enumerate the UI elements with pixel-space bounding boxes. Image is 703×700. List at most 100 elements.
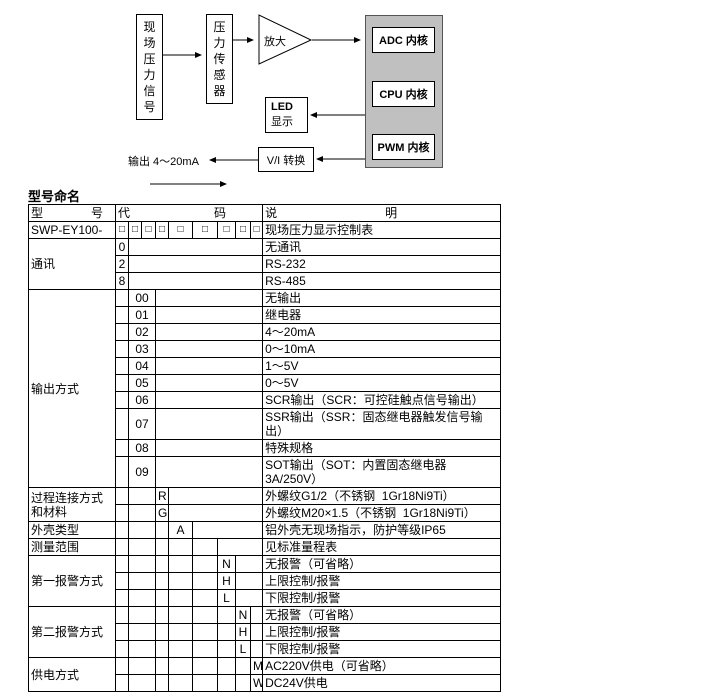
code-cell: 04 bbox=[128, 357, 156, 375]
code-cell: 05 bbox=[128, 374, 156, 392]
spacer-cell bbox=[168, 623, 193, 641]
code-checkbox: □ bbox=[217, 221, 236, 239]
group-label: 通讯 bbox=[28, 238, 116, 290]
spacer-cell bbox=[155, 538, 169, 556]
spacer-cell bbox=[115, 623, 129, 641]
spacer-cell bbox=[155, 589, 169, 607]
spacer-cell bbox=[192, 606, 218, 624]
code-cell: H bbox=[235, 623, 251, 641]
header-desc: 说 明 bbox=[262, 204, 502, 222]
pressure-sensor-label: 压力传感器 bbox=[213, 20, 226, 98]
table-row: 输出方式 00 无输出 bbox=[28, 289, 502, 488]
spacer-cell bbox=[154, 374, 264, 392]
spacer-cell bbox=[115, 439, 129, 457]
spacer-cell bbox=[192, 589, 218, 607]
group-label: 测量范围 bbox=[28, 538, 116, 556]
signal-flow-arrows bbox=[150, 14, 406, 187]
field-pressure-signal-label: 现场压力信号 bbox=[143, 20, 156, 114]
table-row: 01 继电器 bbox=[29, 306, 502, 324]
spacer-cell bbox=[192, 555, 218, 573]
adc-core-box: ADC 内核 bbox=[372, 27, 435, 53]
desc-cell: 现场压力显示控制表 bbox=[262, 221, 502, 239]
spacer-cell bbox=[128, 674, 156, 692]
spacer-cell bbox=[128, 657, 156, 675]
table-row: W DC24V供电 bbox=[29, 674, 502, 692]
spacer-cell bbox=[115, 538, 129, 556]
code-cell: N bbox=[217, 555, 236, 573]
spacer-cell bbox=[115, 456, 129, 488]
code-cell: 08 bbox=[128, 439, 156, 457]
spacer-cell bbox=[154, 289, 264, 307]
desc-cell: 0～5V bbox=[262, 374, 502, 392]
spacer-cell bbox=[115, 589, 129, 607]
code-checkbox: □ bbox=[192, 221, 218, 239]
table-row: 第二报警方式 N 无报警（可省略） bbox=[28, 606, 502, 658]
section-title: 型号命名 bbox=[28, 189, 81, 204]
spacer-cell bbox=[115, 391, 129, 409]
code-cell: M bbox=[249, 657, 264, 675]
table-header-row: 型 号 代 码 说 明 bbox=[28, 204, 502, 222]
spacer-cell bbox=[127, 255, 264, 273]
code-cell: 2 bbox=[115, 255, 129, 273]
desc-cell: 4～20mA bbox=[262, 323, 502, 341]
spacer-cell bbox=[115, 674, 129, 692]
spacer-cell bbox=[168, 606, 193, 624]
desc-cell: 外螺纹M20×1.5（不锈钢 1Gr18Ni9Ti） bbox=[262, 504, 502, 522]
spacer-cell bbox=[154, 456, 264, 488]
spacer-cell bbox=[128, 487, 156, 505]
pressure-sensor-box: 压力传感器 bbox=[206, 14, 233, 104]
code-checkbox: □ bbox=[168, 221, 193, 239]
code-checkbox: □ bbox=[249, 221, 264, 239]
spacer-cell bbox=[115, 504, 129, 522]
spacer-cell bbox=[168, 572, 193, 590]
code-checkbox: □ bbox=[115, 221, 129, 239]
table-row: 第一报警方式 N 无报警（可省略） bbox=[28, 555, 502, 607]
table-row: G 外螺纹M20×1.5（不锈钢 1Gr18Ni9Ti） bbox=[29, 504, 502, 522]
code-checkbox: □ bbox=[128, 221, 142, 239]
spacer-cell bbox=[128, 589, 156, 607]
spacer-cell bbox=[115, 487, 129, 505]
spacer-cell bbox=[217, 606, 236, 624]
code-cell: G bbox=[155, 504, 169, 522]
field-pressure-signal-box: 现场压力信号 bbox=[136, 14, 163, 120]
code-cell: 02 bbox=[128, 323, 156, 341]
desc-cell: 无报警（可省略） bbox=[262, 606, 502, 624]
spacer-cell bbox=[192, 640, 218, 658]
table-row: 通讯 0 无通讯 bbox=[28, 238, 502, 290]
spacer-cell bbox=[155, 623, 169, 641]
desc-cell: 无通讯 bbox=[262, 238, 502, 256]
spacer-cell bbox=[168, 589, 193, 607]
spacer-cell bbox=[192, 657, 218, 675]
vi-converter-box: V/I 转换 bbox=[258, 147, 314, 172]
spacer-cell bbox=[234, 589, 264, 607]
desc-cell: 外螺纹G1/2（不锈钢 1Gr18Ni9Ti） bbox=[262, 487, 502, 505]
spacer-cell bbox=[154, 306, 264, 324]
spacer-cell bbox=[128, 555, 156, 573]
code-cell: 07 bbox=[128, 408, 156, 440]
desc-cell: SOT输出（SOT：内置固态继电器 3A/250V） bbox=[262, 456, 502, 488]
desc-cell: 0～10mA bbox=[262, 340, 502, 358]
spacer-cell bbox=[235, 674, 251, 692]
spacer-cell bbox=[155, 572, 169, 590]
code-cell: 03 bbox=[128, 340, 156, 358]
desc-cell: 上限控制/报警 bbox=[262, 623, 502, 641]
desc-cell: 无输出 bbox=[262, 289, 502, 307]
spacer-cell bbox=[115, 357, 129, 375]
spacer-cell bbox=[154, 357, 264, 375]
spacer-cell bbox=[234, 555, 264, 573]
desc-cell: RS-232 bbox=[262, 255, 502, 273]
desc-cell: 下限控制/报警 bbox=[262, 589, 502, 607]
display-label: 显示 bbox=[271, 116, 293, 128]
code-cell: 01 bbox=[128, 306, 156, 324]
model-row: SWP-EY100- □ □ □ □ □ □ □ □ □ 现场压力显示控制表 bbox=[28, 221, 502, 239]
code-cell: 0 bbox=[115, 238, 129, 256]
code-cell: 00 bbox=[128, 289, 156, 307]
spacer-cell bbox=[216, 538, 264, 556]
spacer-cell bbox=[128, 623, 156, 641]
spacer-cell bbox=[192, 674, 218, 692]
spacer-cell bbox=[155, 657, 169, 675]
spacer-cell bbox=[168, 640, 193, 658]
group-label: 输出方式 bbox=[28, 289, 116, 488]
spacer-cell bbox=[167, 504, 264, 522]
